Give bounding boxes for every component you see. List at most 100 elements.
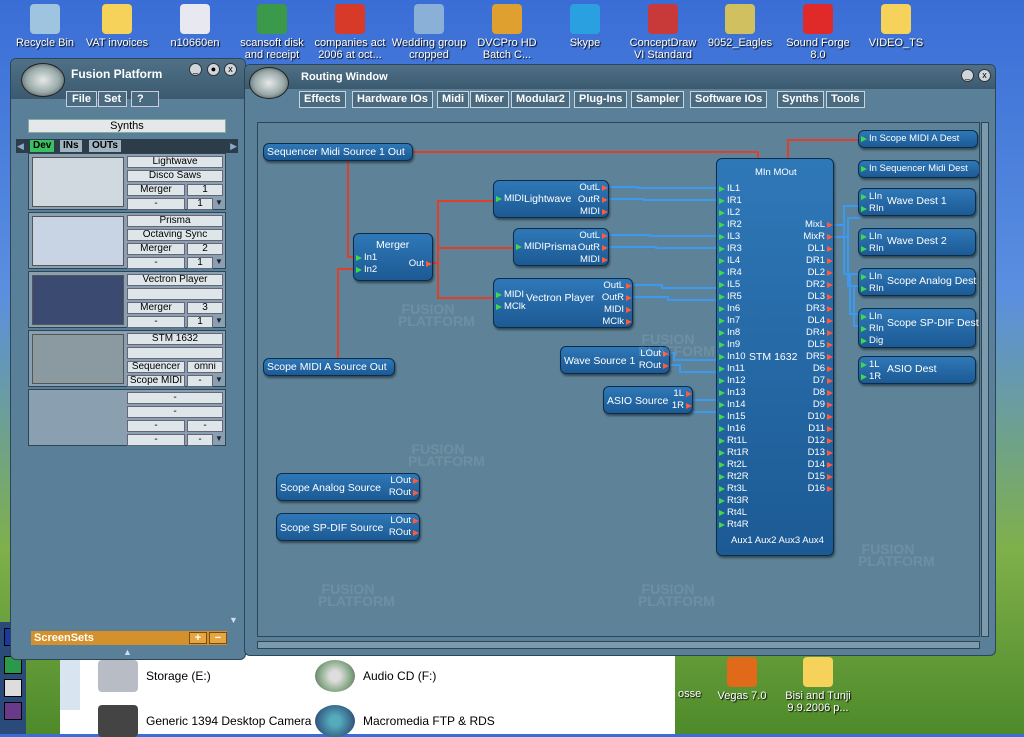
left-arrow-icon[interactable]: ◀ — [17, 141, 24, 151]
output-port[interactable]: LOut — [640, 348, 669, 360]
desktop-icon[interactable]: n10660en — [155, 2, 235, 49]
slot-number[interactable]: - — [187, 420, 223, 432]
input-port[interactable]: Rt3R — [719, 495, 749, 507]
output-port[interactable]: DL3 — [808, 291, 834, 303]
input-port[interactable]: Rt2L — [719, 459, 747, 471]
desktop-icon[interactable]: Skype — [545, 2, 625, 49]
app-icon[interactable] — [4, 702, 22, 720]
desktop-icon[interactable]: VAT invoices — [77, 2, 157, 49]
mode-label[interactable]: Merger — [127, 184, 185, 196]
output-port[interactable]: OutL — [579, 230, 608, 242]
desktop-icon[interactable]: companies act 2006 at oct... — [310, 2, 390, 61]
output-port[interactable]: OutL — [603, 280, 632, 292]
input-port[interactable]: Rt4L — [719, 507, 747, 519]
slot-field[interactable]: Scope MIDI — [127, 375, 185, 387]
output-port[interactable]: D10 — [808, 411, 834, 423]
scroll-down-icon[interactable]: ▼ — [229, 615, 238, 625]
input-port[interactable]: In14 — [719, 399, 746, 411]
drive-storage[interactable]: Storage (E:) — [98, 660, 211, 692]
input-port[interactable]: In7 — [719, 315, 740, 327]
output-port[interactable]: LOut — [390, 515, 419, 527]
output-port[interactable]: D6 — [813, 363, 834, 375]
slot-number[interactable]: omni — [187, 361, 223, 373]
input-port[interactable]: 1R — [861, 371, 881, 383]
tab-dev[interactable]: Dev — [30, 140, 55, 152]
input-port[interactable]: IL2 — [719, 207, 740, 219]
input-port[interactable]: IR5 — [719, 291, 742, 303]
synth-slot[interactable]: ------▼ — [28, 389, 226, 446]
output-port[interactable]: OutR — [578, 242, 609, 254]
input-port[interactable]: LIn — [861, 271, 882, 283]
output-port[interactable]: ROut — [639, 360, 670, 372]
mode-label[interactable]: - — [127, 420, 185, 432]
desktop-icon[interactable]: 9052_Eagles — [700, 2, 780, 49]
menu-effects[interactable]: Effects — [299, 91, 346, 108]
desktop-icon[interactable]: ConceptDraw VI Standard — [623, 2, 703, 61]
synth-thumbnail[interactable] — [32, 216, 124, 266]
menu-file[interactable]: File — [66, 91, 97, 107]
app-icon[interactable] — [4, 679, 22, 697]
output-port[interactable]: OutL — [579, 182, 608, 194]
audio-wire[interactable] — [609, 198, 718, 201]
device-camera[interactable]: Generic 1394 Desktop Camera — [98, 705, 311, 737]
desktop-icon[interactable]: Recycle Bin — [5, 2, 85, 49]
close-button[interactable]: x — [978, 69, 991, 82]
input-port[interactable]: In9 — [719, 339, 740, 351]
input-port[interactable]: LIn — [861, 231, 882, 243]
output-port[interactable]: MIDI — [580, 254, 609, 266]
output-port[interactable]: DL1 — [808, 243, 834, 255]
input-port[interactable]: RIn — [861, 323, 884, 335]
routing-titlebar[interactable]: Routing Window _ x — [245, 65, 995, 99]
slot-field[interactable]: 1 — [187, 198, 213, 210]
right-arrow-icon[interactable]: ▶ — [230, 141, 237, 151]
input-port[interactable]: RIn — [861, 283, 884, 295]
input-port[interactable]: In15 — [719, 411, 746, 423]
input-port[interactable]: IR3 — [719, 243, 742, 255]
output-port[interactable]: ROut — [389, 487, 420, 499]
output-port[interactable]: OutR — [578, 194, 609, 206]
output-port[interactable]: Out — [409, 258, 433, 270]
tab-outs[interactable]: OUTs — [89, 140, 121, 152]
horizontal-scrollbar[interactable] — [257, 641, 980, 649]
output-port[interactable]: MIDI — [604, 304, 633, 316]
mode-label[interactable]: Merger — [127, 302, 185, 314]
dropdown-arrow-icon[interactable]: ▼ — [215, 198, 223, 207]
output-port[interactable]: D14 — [808, 459, 834, 471]
input-port[interactable]: Dig — [861, 335, 883, 347]
mode-label[interactable]: Sequencer — [127, 361, 185, 373]
minimize-button[interactable]: _ — [961, 69, 974, 82]
output-port[interactable]: D8 — [813, 387, 834, 399]
output-port[interactable]: MixL — [805, 219, 834, 231]
output-port[interactable]: DR5 — [806, 351, 834, 363]
midi-wire[interactable] — [437, 263, 495, 299]
input-port[interactable]: In8 — [719, 327, 740, 339]
input-port[interactable]: Rt1L — [719, 435, 747, 447]
output-port[interactable]: D7 — [813, 375, 834, 387]
menu-modular2[interactable]: Modular2 — [511, 91, 570, 108]
desktop-icon[interactable]: Bisi and Tunji 9.9.2006 p... — [778, 655, 858, 714]
input-port[interactable]: IR4 — [719, 267, 742, 279]
output-port[interactable]: DL4 — [808, 315, 834, 327]
menu-software-ios[interactable]: Software IOs — [690, 91, 768, 108]
input-port[interactable]: LIn — [861, 191, 882, 203]
input-port[interactable]: In12 — [719, 375, 746, 387]
output-port[interactable]: D16 — [808, 483, 834, 495]
input-port[interactable]: In16 — [719, 423, 746, 435]
minimize-button[interactable]: _ — [189, 63, 202, 76]
desktop-icon[interactable]: Wedding group cropped — [389, 2, 469, 61]
output-port[interactable]: DL2 — [808, 267, 834, 279]
input-port[interactable]: MClk — [496, 301, 526, 313]
output-port[interactable]: DR3 — [806, 303, 834, 315]
vertical-scrollbar[interactable] — [981, 122, 989, 637]
